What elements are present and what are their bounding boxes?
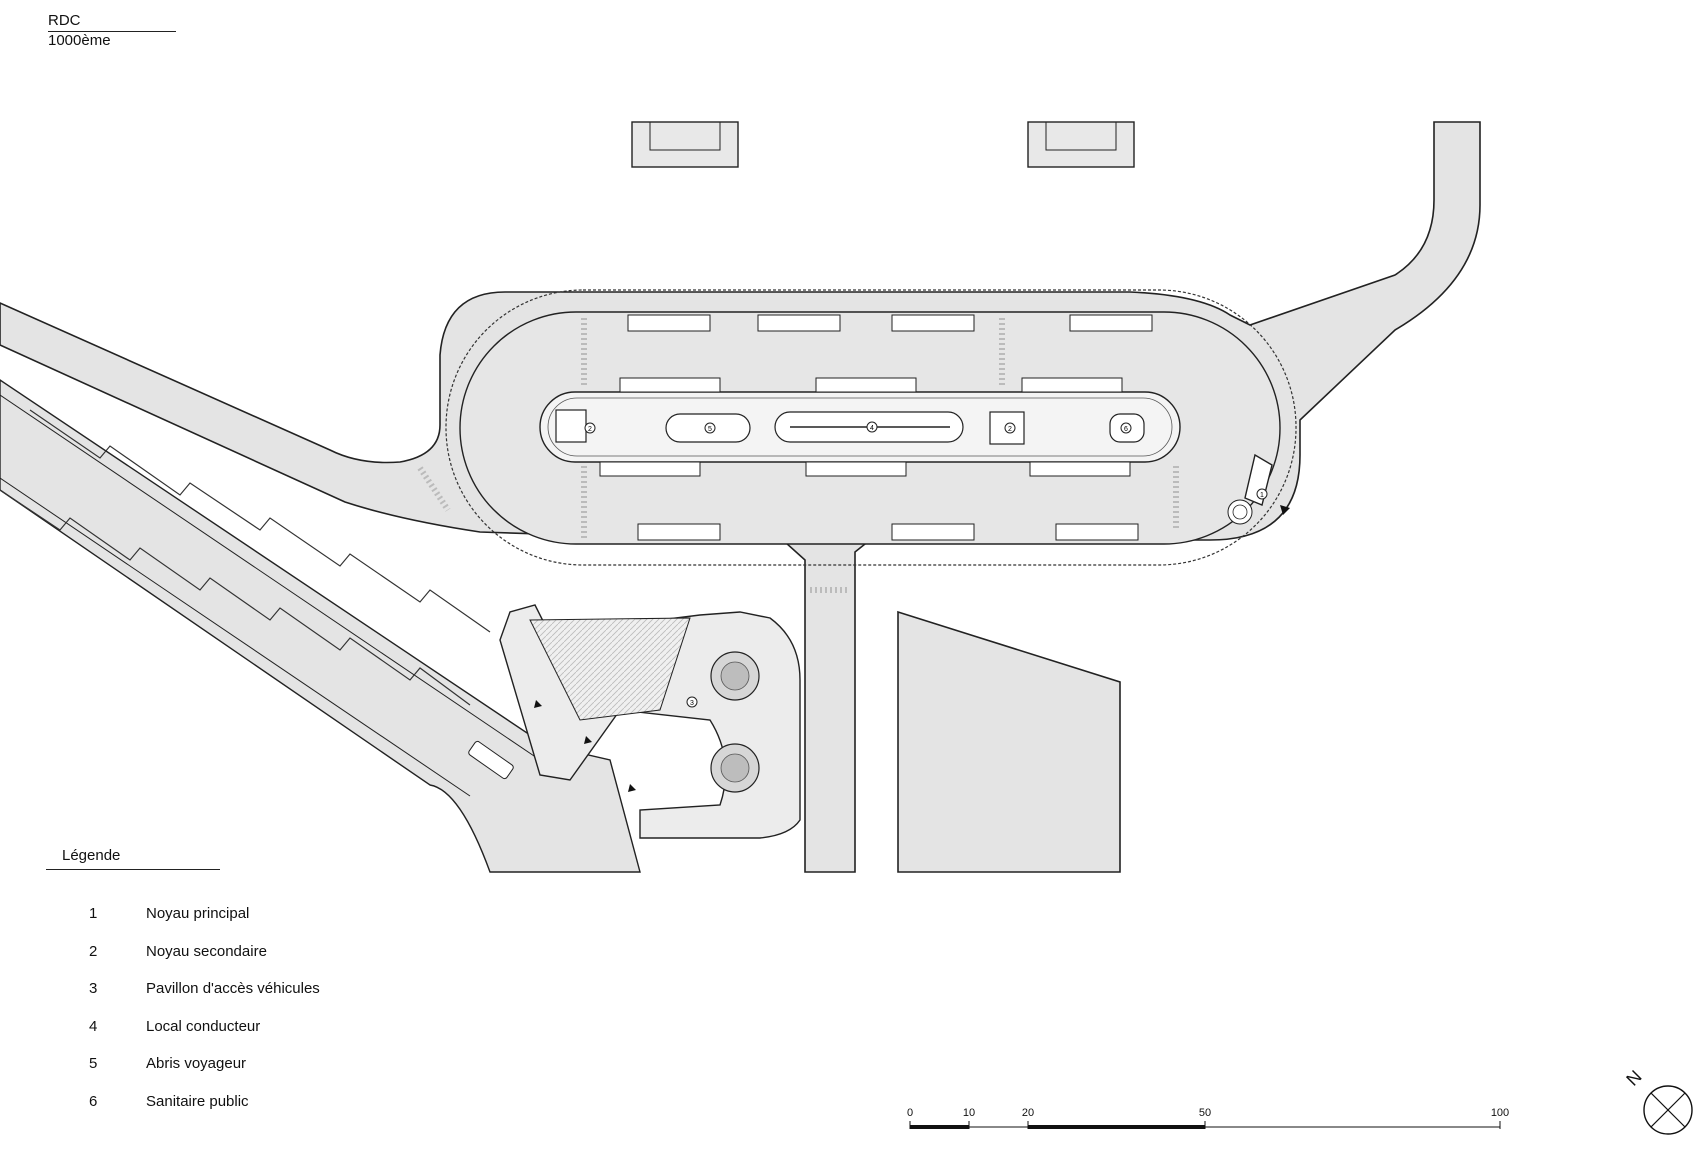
station-outer-ring [445,289,1297,566]
legend-item: 2 Noyau secondaire [80,943,320,981]
north-building-left [631,121,739,168]
marker-5-label: 4 [870,425,874,432]
legend-label: Sanitaire public [146,1092,249,1110]
marker-6-label: 6 [1124,426,1128,433]
legend-number: 2 [89,942,98,960]
north-arrow: N [1622,1066,1693,1135]
legend-label: Noyau principal [146,905,250,922]
secondary-core-right [989,411,1025,445]
legend-item: 4 Local conducteur [80,1018,320,1056]
legend-item: 1 Noyau principal [80,905,320,943]
secondary-core-left [555,409,587,443]
marker-3-label: 3 [690,700,694,707]
legend-item: 6 Sanitaire public [80,1093,320,1131]
legend-label: Abris voyageur [146,1055,247,1073]
scale-tick-0: 0 [907,1107,913,1119]
title-block: RDC 1000ème [48,12,176,50]
legend-label: Local conducteur [146,1017,261,1035]
pedestrian-crossings [417,318,1179,593]
legend-label: Pavillon d'accès véhicules [146,980,320,998]
curb-serration [29,409,491,633]
legend-number: 5 [89,1055,98,1073]
legend-number: 3 [89,980,98,998]
marker-4-label: 5 [708,426,712,433]
scale-tick-100: 100 [1491,1107,1509,1119]
road-edge-line [0,394,541,761]
legend-list: 1 Noyau principal 2 Noyau secondaire 3 P… [80,905,320,1131]
main-core-1 [1244,453,1273,506]
scale-tick-10: 10 [963,1107,975,1119]
scale-tick-20: 20 [1022,1107,1034,1119]
legend-item: 5 Abris voyageur [80,1055,320,1093]
scale-tick-50: 50 [1199,1107,1211,1119]
parked-car [468,740,514,780]
legend-number: 1 [89,905,98,922]
marker-2a-label: 2 [588,426,592,433]
marker-2b-label: 2 [1008,426,1012,433]
legend-label: Noyau secondaire [146,942,267,960]
level-title: RDC [48,12,176,32]
legend-title: Légende [46,847,220,870]
curb-serration [0,489,471,706]
legend-item: 3 Pavillon d'accès véhicules [80,980,320,1018]
scale-bar: 0 10 20 50 100 [907,1107,1509,1129]
legend-number: 4 [89,1017,98,1035]
lobby-block [529,617,691,721]
road-edge-line [0,477,471,797]
marker-1-label: 1 [1260,492,1264,499]
north-label: N [1622,1066,1645,1089]
east-parcel [897,610,1121,873]
bus-bays-north [599,314,1153,541]
marker-5 [866,421,878,433]
scale-title: 1000ème [48,32,111,49]
north-building-right [1027,121,1135,168]
legend-number: 6 [89,1092,98,1110]
